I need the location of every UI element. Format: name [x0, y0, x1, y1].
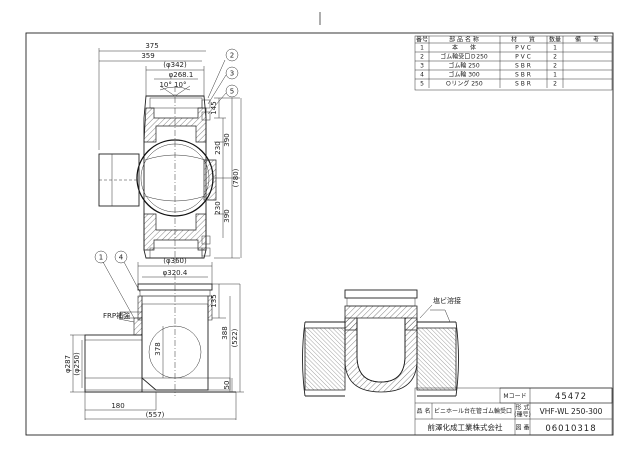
drawing-no-label: 図 番: [516, 425, 530, 432]
svg-text:3: 3: [420, 63, 424, 70]
table-row: 4 ゴム輪 300 S B R 1: [420, 71, 557, 79]
svg-text:2: 2: [553, 63, 557, 70]
model-label-2: (種号): [514, 411, 531, 419]
top-view: 375 359 (φ342) φ268.1 10° 10° 145 230 23…: [98, 42, 242, 264]
section-view: 塩ビ溶接: [302, 289, 461, 397]
svg-text:S B R: S B R: [515, 81, 531, 88]
svg-text:P V C: P V C: [515, 45, 531, 52]
table-row: 3 ゴム輪 250 S B R 2: [420, 62, 557, 70]
title-block: Mコード 45472 品 名 ビニホール台在管ゴム輪受口 形 式 (種号) VH…: [414, 387, 613, 436]
table-header-material: 材 質: [511, 36, 535, 44]
front-view: (φ360) φ320.4 135 388 (522) 50 378 φ287 …: [64, 250, 244, 420]
dim-375: 375: [145, 42, 158, 50]
svg-text:ゴム輪受口Ｄ250: ゴム輪受口Ｄ250: [440, 53, 488, 61]
dim-390-lower: 390: [223, 209, 231, 222]
svg-text:5: 5: [420, 81, 424, 88]
dim-360: (φ360): [163, 257, 187, 265]
model-value: VHF-WL 250-300: [540, 407, 603, 416]
svg-text:Ｏリング 250: Ｏリング 250: [445, 80, 483, 88]
dim-342: (φ342): [163, 61, 187, 69]
model-label-1: 形 式: [516, 404, 530, 412]
table-row: 5 Ｏリング 250 S B R 2: [420, 80, 557, 88]
table-row: 1 本 体 P V C 1: [420, 44, 557, 52]
sheet-border: [25, 32, 614, 436]
dim-50: 50: [223, 381, 231, 390]
svg-text:1: 1: [553, 72, 557, 79]
table-header-qty: 数量: [549, 36, 561, 44]
dim-378: 378: [154, 342, 162, 355]
parts-table: 番号 部 品 名 称 材 質 数量 備 考 1 本 体 P V C 1 2 ゴム…: [414, 36, 613, 91]
svg-text:1: 1: [420, 45, 424, 52]
svg-text:P V C: P V C: [515, 54, 531, 61]
svg-text:S B R: S B R: [515, 63, 531, 70]
balloon-4: 4: [119, 254, 124, 262]
dim-268: φ268.1: [169, 71, 194, 79]
dim-320: φ320.4: [163, 269, 188, 277]
company-name: 前澤化成工業株式会社: [428, 422, 503, 432]
svg-text:ゴム輪 300: ゴム輪 300: [448, 71, 480, 79]
svg-text:ゴム輪 250: ゴム輪 250: [448, 62, 480, 70]
dim-145: 145: [210, 101, 218, 114]
table-row: 2 ゴム輪受口Ｄ250 P V C 2: [420, 53, 557, 61]
dim-780: (780): [232, 168, 240, 187]
dim-557: (557): [146, 411, 165, 419]
svg-text:1: 1: [553, 45, 557, 52]
balloon-2: 2: [230, 52, 234, 60]
dim-359: 359: [141, 52, 154, 60]
table-header-remarks: 備 考: [575, 36, 599, 44]
svg-text:2: 2: [420, 54, 424, 61]
dim-230-upper: 230: [214, 141, 222, 154]
svg-text:本 体: 本 体: [452, 44, 476, 52]
dim-390-upper: 390: [223, 133, 231, 146]
dim-230-lower: 230: [214, 201, 222, 214]
frp-label: FRP補強: [103, 311, 130, 320]
dim-angle: 10° 10°: [159, 81, 186, 89]
name-label: 品 名: [417, 407, 431, 415]
name-value: ビニホール台在管ゴム輪受口: [434, 407, 512, 415]
balloon-3: 3: [230, 70, 234, 78]
drawing-no-value: 06010318: [545, 424, 596, 434]
balloon-1: 1: [99, 254, 103, 262]
dim-135: 135: [210, 294, 218, 307]
dim-250: (φ250): [73, 352, 81, 376]
dim-388: 388: [221, 326, 229, 339]
dim-180: 180: [111, 402, 124, 410]
svg-text:4: 4: [420, 72, 424, 79]
balloon-5: 5: [230, 88, 234, 96]
weld-annotation: 塩ビ溶接: [433, 296, 461, 305]
dim-522: (522): [231, 328, 239, 347]
code-value: 45472: [555, 392, 587, 402]
code-label: Mコード: [503, 393, 526, 400]
svg-text:S B R: S B R: [515, 72, 531, 79]
svg-text:2: 2: [553, 81, 557, 88]
table-header-name: 部 品 名 称: [449, 36, 479, 44]
table-header-no: 番号: [416, 37, 428, 44]
dim-287: φ287: [64, 355, 72, 373]
svg-text:2: 2: [553, 54, 557, 61]
